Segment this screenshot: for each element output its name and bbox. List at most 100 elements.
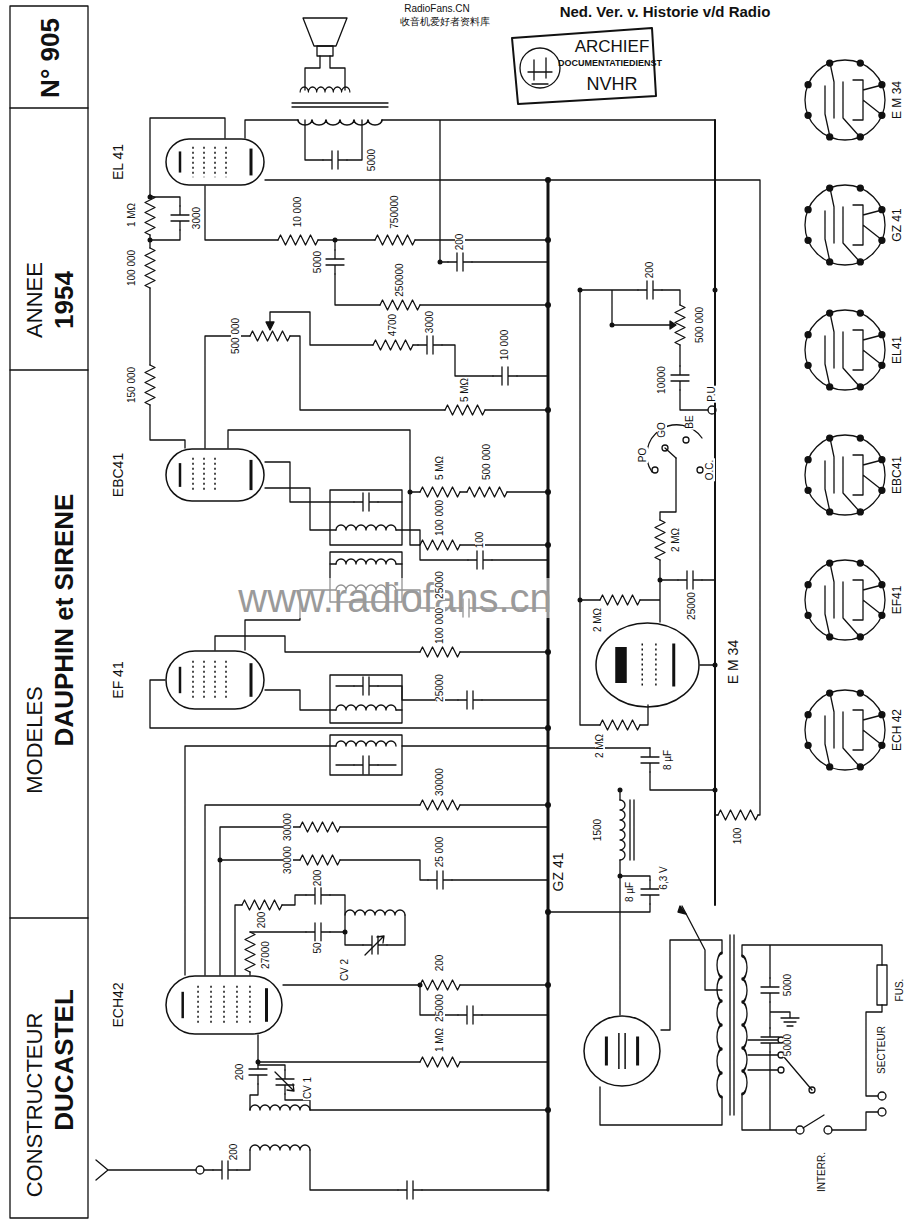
component-value: 2 MΩ	[595, 733, 605, 759]
terminal	[708, 406, 716, 414]
component-value: 3000	[192, 206, 202, 230]
component-value: 25000	[435, 673, 445, 703]
grid	[203, 661, 205, 699]
resistor-symbol	[278, 235, 318, 245]
arrow-head	[678, 906, 686, 914]
tube-base-diagram	[805, 60, 885, 770]
terminal	[196, 406, 886, 1174]
component-value: 5 MΩ	[435, 455, 445, 481]
anode	[606, 1037, 637, 1066]
tube-base-label: EL41	[891, 335, 903, 365]
rectifier-tube: GZ 41	[583, 1015, 661, 1087]
resistor-symbol	[600, 720, 640, 730]
component-value: 30000	[283, 812, 293, 842]
coil-symbol	[336, 525, 396, 530]
component-value: 5000	[783, 973, 793, 997]
loudspeaker	[317, 46, 333, 56]
component-value: 500 000	[231, 317, 241, 355]
resistor-symbol	[600, 595, 640, 605]
component-value: 100 000	[435, 607, 445, 645]
terminal	[778, 1067, 784, 1073]
component-value: 4700	[388, 313, 398, 337]
component-value: 6,3 V	[659, 865, 669, 890]
capacitor-symbol	[171, 206, 189, 230]
coil-symbol	[298, 120, 382, 125]
junction-dot	[610, 323, 615, 328]
component-value: 5000	[313, 250, 323, 274]
coil-symbol	[620, 800, 625, 860]
junction-dot	[545, 489, 551, 495]
junction-dot	[618, 874, 623, 879]
target	[616, 648, 626, 682]
junction-dot	[545, 909, 551, 915]
terminal	[796, 1126, 804, 1134]
resistor-symbol	[145, 248, 155, 288]
schematic-wiring	[10, 6, 887, 1218]
if-transformer	[330, 675, 402, 723]
capacitor-symbol	[641, 880, 659, 904]
component-value: P.U	[707, 385, 717, 402]
component-value: 250000	[395, 262, 405, 297]
tube-base-diagram	[805, 690, 885, 770]
component-value: 100 000	[435, 499, 445, 537]
grid	[210, 986, 212, 1024]
junction-dot	[148, 195, 153, 200]
if-transformer	[330, 735, 402, 775]
component-value: 200	[229, 1143, 239, 1162]
junction-dot	[408, 490, 413, 495]
resistor-symbol	[373, 340, 413, 350]
anode	[250, 460, 253, 490]
title-frame	[10, 108, 88, 918]
component-value: 200	[455, 233, 465, 252]
resistor-symbol	[718, 810, 758, 820]
grid	[192, 458, 194, 493]
component-value: FUS.	[895, 978, 905, 1003]
resistor-symbol	[420, 800, 460, 810]
component-value: GO	[657, 421, 667, 439]
resistor-symbol	[145, 365, 155, 405]
component-value: 5000	[783, 1033, 793, 1057]
resistor-symbol	[467, 487, 507, 497]
component-value: 3000	[425, 310, 435, 334]
grid	[225, 661, 227, 699]
capacitor-symbol	[275, 1070, 294, 1094]
tube-base-diagram	[805, 560, 885, 640]
component-value: 1 MΩ	[127, 202, 137, 228]
resistor-symbol	[420, 487, 460, 497]
resistor-symbol	[145, 195, 155, 235]
tube-label: E M 34	[726, 639, 740, 685]
tube-base-label: ECH 42	[891, 708, 903, 752]
junction-dot	[578, 598, 583, 603]
anode	[672, 644, 675, 687]
tube-label: EBC41	[111, 452, 125, 498]
component-value: 25000	[435, 570, 445, 600]
junction-dot	[545, 725, 551, 731]
coil-symbol	[250, 1105, 310, 1110]
component-value: 200	[235, 1063, 245, 1082]
component-value: 1 MΩ	[435, 1027, 445, 1053]
anode	[250, 149, 253, 176]
coil-symbol	[336, 559, 396, 564]
resistor-symbol	[250, 331, 290, 341]
tube-label: ECH42	[111, 981, 125, 1028]
capacitor-symbol	[363, 936, 387, 955]
junction-dot	[418, 983, 423, 988]
component-value: 200	[435, 954, 445, 973]
grid	[203, 147, 205, 178]
tube-envelope	[166, 651, 264, 709]
capacitor-symbol	[448, 253, 472, 271]
tube-envelope	[166, 449, 264, 501]
component-value: 5 MΩ	[460, 377, 470, 403]
tube-envelope	[584, 1016, 660, 1086]
cathode	[179, 667, 182, 693]
tube-envelope	[596, 623, 699, 707]
grid	[249, 986, 251, 1024]
resistor-symbol	[420, 1057, 460, 1067]
terminal	[683, 437, 689, 443]
coil-symbol	[345, 910, 405, 915]
junction-dot	[545, 302, 551, 308]
coil-symbol	[336, 705, 396, 710]
cathode	[619, 1033, 625, 1069]
capacitor-symbol	[249, 1060, 267, 1084]
junction-dot	[713, 788, 718, 793]
